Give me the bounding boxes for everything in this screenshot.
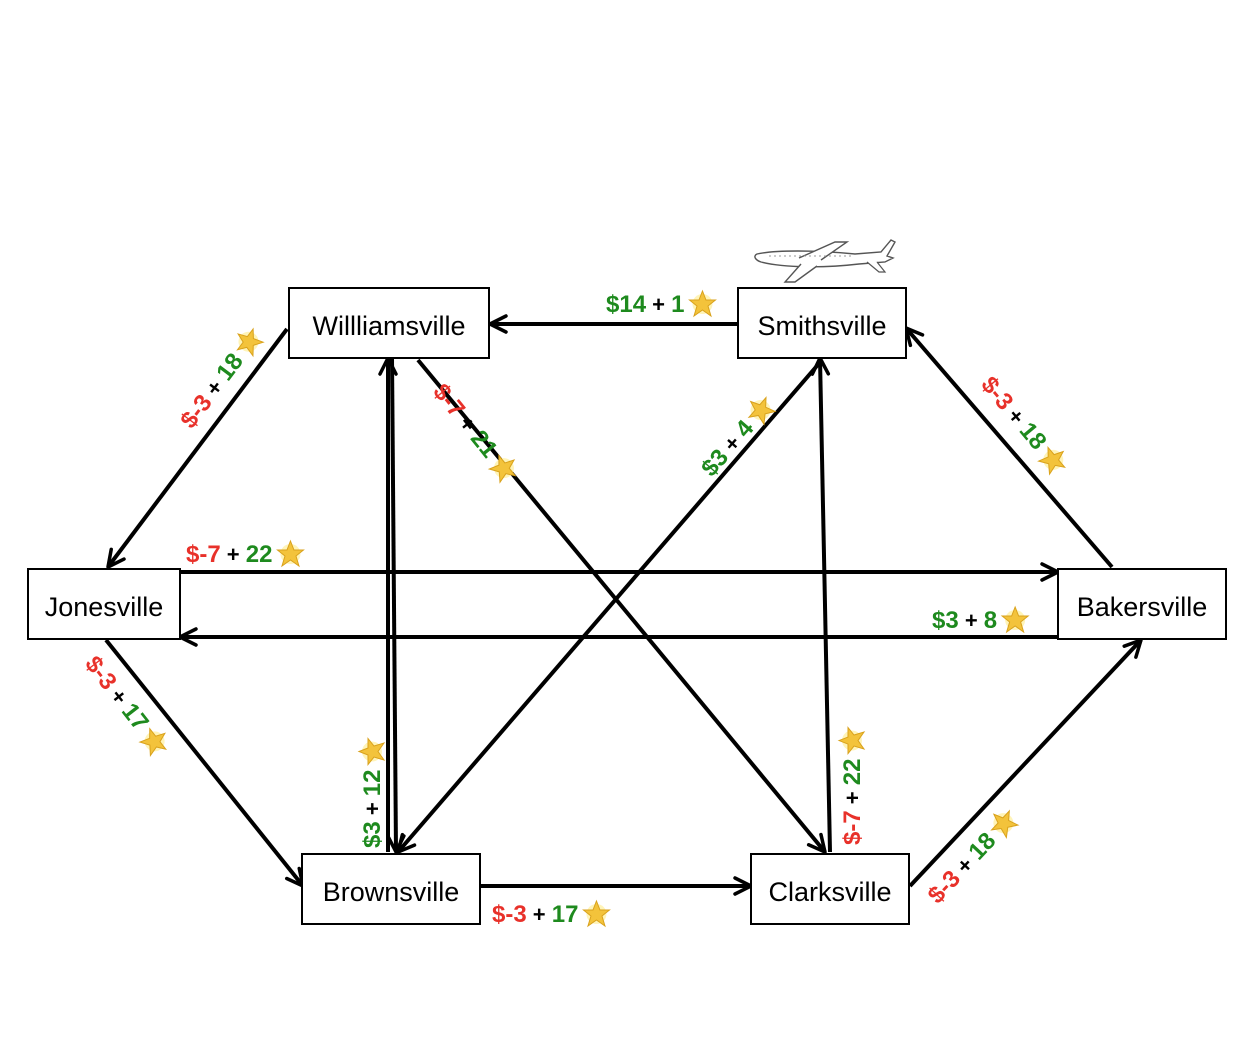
node-williamsville: Willliamsville [288,287,490,359]
edge-gain: 12 [359,770,386,797]
edge-label-will-to-clark: $-7 + 21 [427,379,523,487]
svg-text:$14 + 1: $14 + 1 [606,291,684,318]
svg-text:$-3 + 17: $-3 + 17 [492,901,578,928]
edge-will-to-clark [416,358,827,854]
svg-text:$-7 + 22: $-7 + 22 [186,541,272,568]
node-smithsville: Smithsville [737,287,907,359]
edges [104,314,1143,896]
edge-cost: $-7 [839,810,866,845]
star-icon [838,727,865,755]
edge-plus: + [360,796,385,821]
svg-text:$-7 + 22: $-7 + 22 [839,759,866,845]
node-label: Jonesville [45,592,164,622]
edge-label-jones-to-bakers: $-7 + 22 [186,540,304,568]
svg-text:$-3 + 18: $-3 + 18 [923,827,1002,909]
edge-label-brown-to-clark: $-3 + 17 [492,900,610,928]
edge-cost: $14 [606,291,647,318]
edge-plus: + [959,608,984,633]
edge-bakers-to-smith [904,326,1114,569]
edge-will-to-brown [386,357,406,854]
edge-label-bakers-to-jones: $3 + 8 [932,606,1029,634]
edge-gain: 17 [552,901,579,928]
edge-label-smith-to-will: $14 + 1 [606,290,716,318]
star-icon [1035,441,1073,479]
edge-smith-to-brown [396,358,824,854]
edge-cost: $-7 [186,541,221,568]
svg-text:$3 + 8: $3 + 8 [932,607,997,634]
star-icon [688,290,716,317]
svg-text:$-3 + 18: $-3 + 18 [175,348,249,433]
star-icon [741,391,779,429]
svg-text:$-3 + 17: $-3 + 17 [79,651,154,736]
node-brownsville: Brownsville [301,853,481,925]
edge-cost: $-3 [492,901,527,928]
edge-label-clark-to-smith: $-7 + 22 [838,727,866,845]
edge-plus: + [646,292,671,317]
node-jonesville: Jonesville [27,568,181,640]
nodes: Willliamsville Smithsville Jonesville Ba… [27,287,1227,925]
node-clarksville: Clarksville [750,853,910,925]
node-label: Clarksville [768,877,891,907]
edge-plus: + [221,542,246,567]
node-label: Bakersville [1077,592,1208,622]
edge-clark-to-bakers [908,638,1143,888]
node-label: Willliamsville [313,311,466,341]
svg-text:$3 + 12: $3 + 12 [359,770,386,848]
star-icon [984,804,1022,842]
edge-cost: $3 [359,821,386,848]
star-icon [229,323,267,360]
edge-gain: 1 [671,291,684,318]
star-icon [1001,606,1029,633]
svg-text:$-3 + 18: $-3 + 18 [975,372,1051,456]
edge-gain: 22 [246,541,273,568]
edge-label-smith-to-brown: $3 + 4 [696,391,779,482]
edge-gain: 8 [984,607,997,634]
edge-labels: $14 + 1$-3 + 18$-7 + 21$-3 + 18$-7 + 22$… [79,290,1073,928]
svg-text:$-7 + 21: $-7 + 21 [427,379,502,463]
node-bakersville: Bakersville [1057,568,1227,640]
edge-clark-to-smith [810,356,832,853]
star-icon [582,900,610,927]
star-icon [358,738,385,766]
node-label: Smithsville [757,311,886,341]
edge-plus: + [527,902,552,927]
edge-will-to-jones [106,327,289,569]
star-icon [136,722,174,760]
node-label: Brownsville [323,877,460,907]
edge-jones-to-brown [104,638,305,888]
star-icon [276,540,304,567]
airplane-icon [754,239,896,283]
edge-plus: + [840,785,865,810]
edge-gain: 22 [839,759,866,786]
edge-label-brown-to-will: $3 + 12 [358,738,386,848]
edge-cost: $3 [932,607,959,634]
